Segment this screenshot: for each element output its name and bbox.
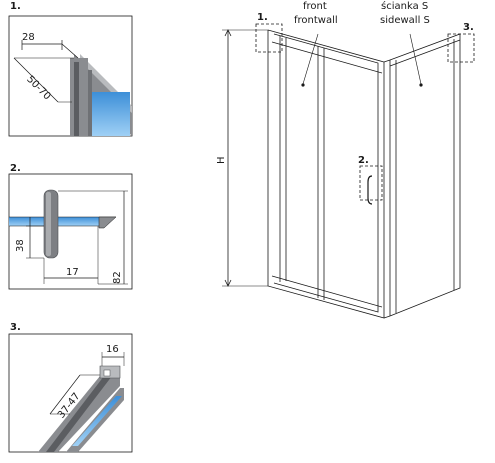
detail-3-glass — [72, 396, 122, 446]
detail-1-dim-top: 28 — [22, 32, 35, 43]
detail-1-number: 1. — [10, 1, 21, 12]
detail-2-panel — [8, 173, 133, 290]
detail-3-number: 3. — [10, 322, 21, 333]
detail-2-dim-bottom: 17 — [66, 267, 79, 278]
detail-3-panel — [8, 333, 133, 453]
door-handle — [367, 175, 373, 205]
marker-box-2 — [359, 165, 383, 201]
detail-2-dim-left: 38 — [15, 239, 26, 252]
side-wall-outline — [389, 33, 461, 317]
front-leader — [302, 33, 319, 85]
marker-1-label: 1. — [257, 12, 268, 23]
detail-1-dim-line-diag — [13, 57, 59, 103]
marker-box-3 — [447, 33, 475, 63]
front-leader-dot — [301, 83, 305, 87]
front-wall-outline — [267, 29, 385, 319]
marker-2-label: 2. — [358, 155, 369, 166]
detail-2-dim-right: 82 — [112, 271, 123, 284]
marker-box-1 — [255, 23, 283, 53]
label-side-en: sidewall S — [380, 15, 430, 26]
detail-2-number: 2. — [10, 163, 21, 174]
detail-3-dim-top: 16 — [106, 344, 119, 355]
height-label: H — [216, 156, 227, 164]
detail-1-panel — [8, 15, 133, 137]
detail-1-glass — [90, 92, 130, 136]
label-front-en: frontwall — [294, 15, 338, 26]
side-leader-dot — [419, 83, 423, 87]
enclosure-drawing — [222, 23, 475, 319]
label-side-pl: ścianka S — [381, 1, 429, 12]
detail-2-frame — [8, 173, 133, 290]
detail-3-dim-line-diag — [49, 374, 81, 415]
label-front-pl: front — [303, 1, 327, 12]
marker-3-label: 3. — [463, 22, 474, 33]
side-leader — [409, 33, 422, 85]
